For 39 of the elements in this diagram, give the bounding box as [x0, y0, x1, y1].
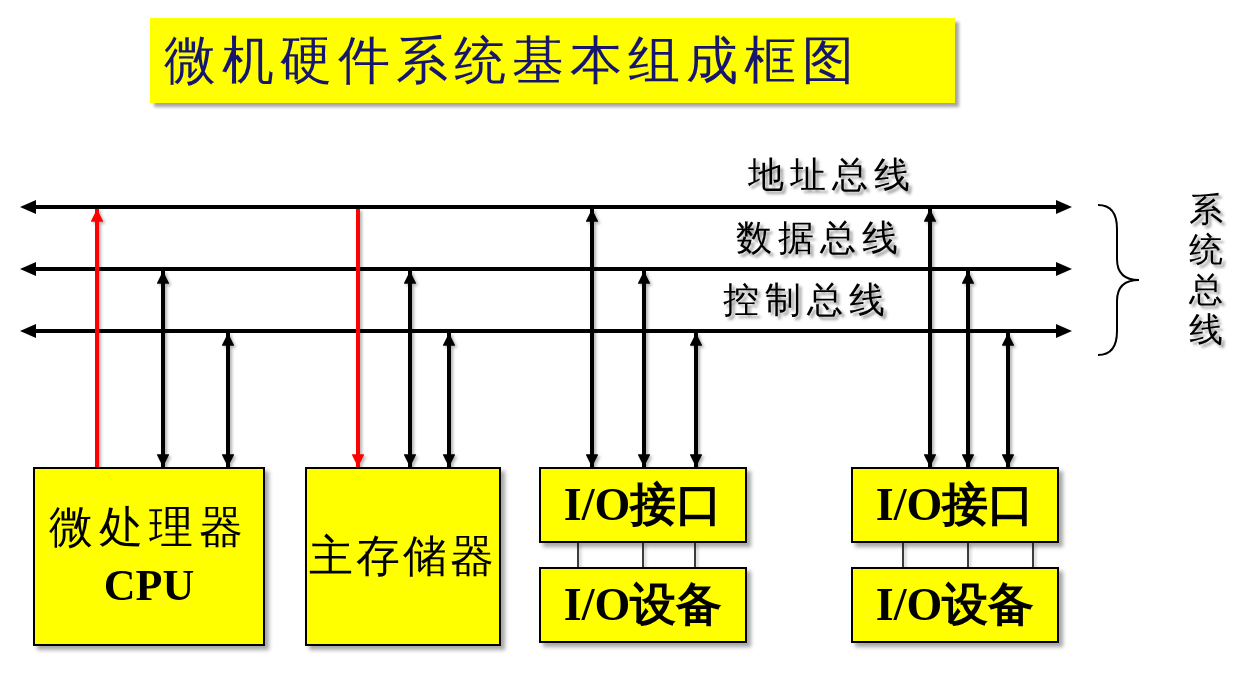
double-arrow [221, 333, 235, 467]
component-label: 主存储器 [309, 530, 497, 583]
double-arrow [637, 271, 651, 467]
connector-line [577, 542, 579, 568]
double-arrow [156, 271, 170, 467]
double-arrow [961, 271, 975, 467]
double-arrow [403, 271, 417, 467]
bus-label: 控制总线 [723, 281, 891, 321]
component-label: I/O接口 [875, 478, 1035, 533]
double-arrow [442, 333, 456, 467]
connector-line [642, 542, 644, 568]
arrow [351, 209, 365, 467]
double-arrow [1001, 333, 1015, 467]
component-label: CPU [103, 559, 195, 612]
arrow [90, 209, 104, 467]
double-arrow [585, 209, 599, 467]
component-label: I/O接口 [563, 478, 723, 533]
component-box [539, 567, 747, 643]
component-box [851, 567, 1059, 643]
bracket-label: 系统总线 [1188, 190, 1224, 350]
bus-label: 数据总线 [736, 219, 904, 259]
connector-line [694, 542, 696, 568]
diagram-title: 微机硬件系统基本组成框图 [164, 31, 860, 90]
component-label: I/O设备 [875, 578, 1035, 633]
component-label: I/O设备 [563, 578, 723, 633]
component-box [851, 467, 1059, 543]
connector-line [967, 542, 969, 568]
bus-line [20, 261, 1072, 277]
double-arrow [689, 333, 703, 467]
bus-line [20, 199, 1072, 215]
component-box [33, 467, 265, 646]
component-box [305, 467, 501, 646]
bus-line [20, 323, 1072, 339]
connector-line [902, 542, 904, 568]
bus-label: 地址总线 [748, 156, 916, 196]
component-label: 微处理器 [49, 502, 249, 555]
component-box [539, 467, 747, 543]
double-arrow [923, 209, 937, 467]
connector-line [1032, 542, 1034, 568]
